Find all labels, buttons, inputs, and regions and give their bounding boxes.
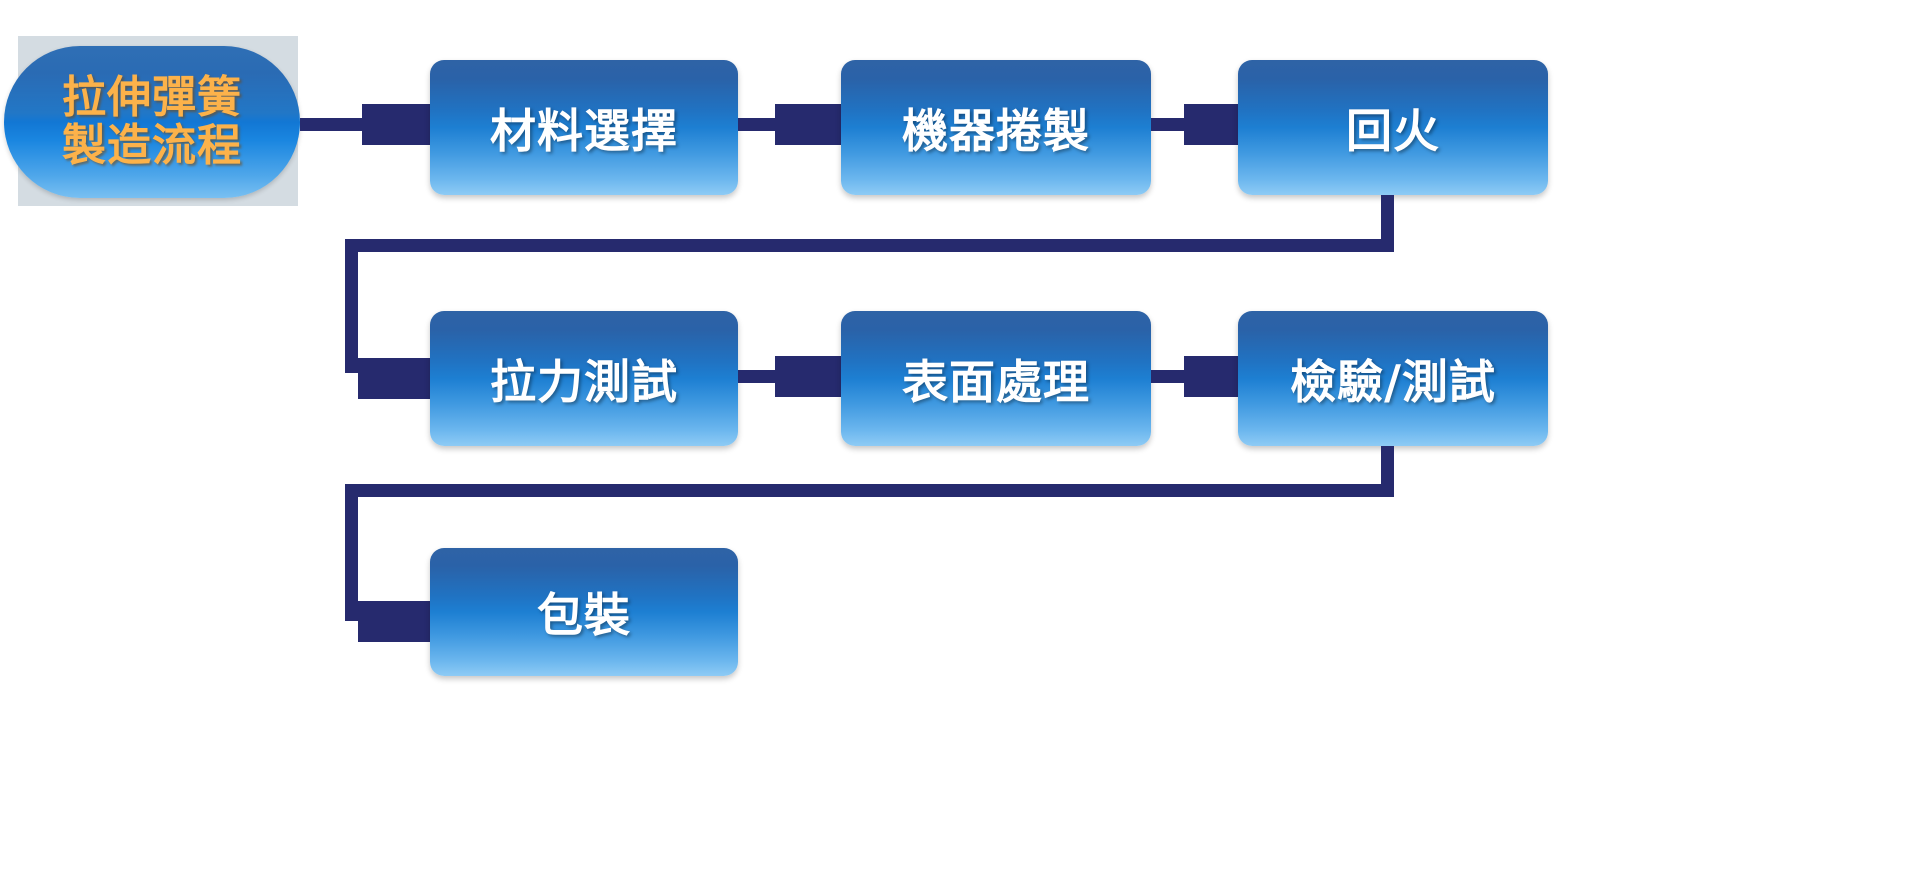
start-node-label: 拉伸彈簧 製造流程 bbox=[62, 72, 242, 171]
connector-start-to-material bbox=[300, 118, 372, 131]
arrowhead-inspection-to-surface bbox=[1184, 356, 1246, 397]
node-surface-treatment[interactable]: 表面處理 bbox=[841, 311, 1151, 446]
arrowhead-coiling-to-tempering-block bbox=[1184, 104, 1246, 145]
node-label: 材料選擇 bbox=[490, 103, 678, 158]
node-label: 回火 bbox=[1346, 103, 1440, 158]
node-material-selection[interactable]: 材料選擇 bbox=[430, 60, 738, 195]
start-node[interactable]: 拉伸彈簧 製造流程 bbox=[4, 46, 300, 198]
node-label: 表面處理 bbox=[902, 354, 1090, 409]
connector-coiling-to-tempering bbox=[1151, 118, 1191, 131]
node-label: 檢驗/測試 bbox=[1290, 354, 1496, 409]
node-machine-coiling[interactable]: 機器捲製 bbox=[841, 60, 1151, 195]
node-tempering[interactable]: 回火 bbox=[1238, 60, 1548, 195]
arrowhead-start-to-material bbox=[362, 104, 432, 145]
arrowhead-into-tensile-test bbox=[358, 358, 432, 399]
connector-row1-to-row2-horizontal bbox=[345, 239, 1394, 252]
connector-surface-to-tensile bbox=[738, 370, 784, 383]
connector-material-to-coiling bbox=[738, 118, 784, 131]
connector-tempering-down bbox=[1381, 195, 1394, 252]
node-label: 機器捲製 bbox=[902, 103, 1090, 158]
arrowhead-material-to-coiling bbox=[775, 104, 843, 145]
connector-row2-to-row3-horizontal bbox=[345, 484, 1394, 497]
arrowhead-into-packaging bbox=[358, 601, 432, 642]
node-tensile-test[interactable]: 拉力測試 bbox=[430, 311, 738, 446]
node-inspection-test[interactable]: 檢驗/測試 bbox=[1238, 311, 1548, 446]
connector-row2-entry-down bbox=[345, 239, 358, 373]
arrowhead-surface-to-tensile bbox=[775, 356, 843, 397]
node-label: 包裝 bbox=[537, 588, 631, 642]
node-packaging[interactable]: 包裝 bbox=[430, 548, 738, 676]
connector-row3-entry-down bbox=[345, 484, 358, 621]
node-label: 拉力測試 bbox=[490, 354, 678, 409]
connector-inspection-to-surface bbox=[1151, 370, 1191, 383]
